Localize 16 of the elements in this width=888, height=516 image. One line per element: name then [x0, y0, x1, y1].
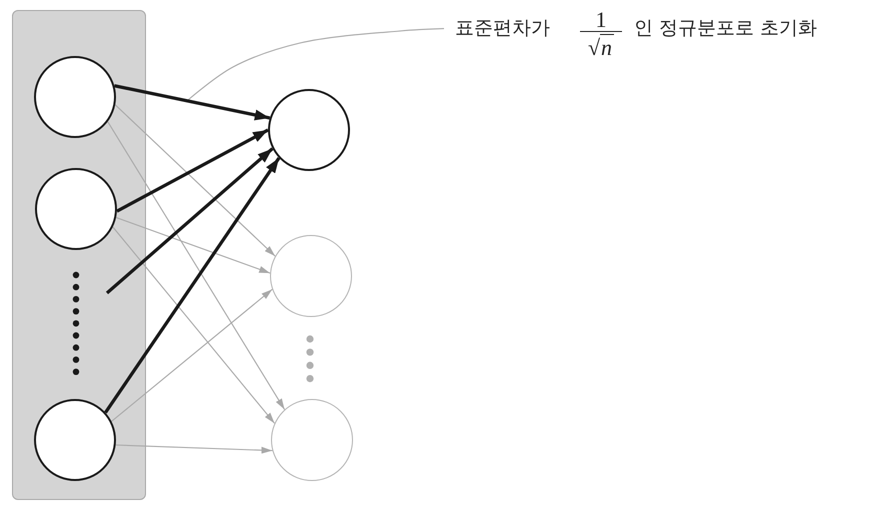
arrow: [112, 226, 275, 424]
arrow: [114, 84, 270, 120]
arrow: [106, 147, 274, 294]
leader-line: [188, 28, 444, 100]
annotation-text: 표준편차가: [455, 17, 550, 40]
arrow: [114, 104, 276, 257]
layer-panel: [12, 10, 146, 500]
arrow: [116, 128, 269, 213]
fraction-denominator: √n: [588, 36, 614, 60]
arrow: [111, 288, 273, 422]
arrow: [116, 444, 272, 454]
arrow: [104, 157, 280, 414]
annotation-text: 인 정규분포로 초기화: [634, 17, 818, 40]
arrow: [116, 217, 270, 274]
arrow: [107, 121, 286, 410]
fraction-numerator: 1: [596, 8, 606, 32]
